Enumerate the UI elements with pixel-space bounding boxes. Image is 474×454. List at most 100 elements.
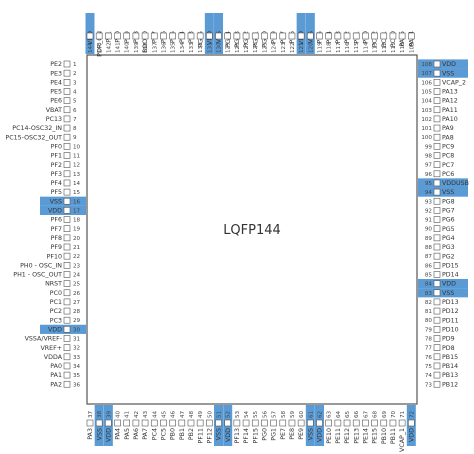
pin-pad: [63, 261, 71, 269]
pin-142: PE1142: [105, 31, 112, 53]
pin-pad: [288, 419, 296, 427]
pin-number: 120: [308, 42, 314, 53]
pin-number: 68: [373, 410, 379, 418]
pin-pad: [316, 32, 323, 40]
pin-pad: [279, 419, 287, 427]
pin-number: 30: [73, 327, 81, 333]
pin-number: 46: [171, 410, 177, 418]
pin-label: PA11: [442, 107, 458, 114]
pin-number: 97: [425, 163, 433, 169]
pin-number: 26: [73, 291, 81, 297]
pin-number: 101: [421, 126, 432, 132]
pin-label: PF6: [51, 217, 62, 224]
pin-number: 142: [106, 42, 112, 53]
pin-pad: [178, 32, 186, 40]
pin-highlight: [418, 279, 468, 289]
pin-number: 43: [143, 410, 149, 418]
pin-label: PG5: [442, 226, 455, 233]
pin-pad: [433, 225, 441, 232]
pin-label: PE10: [326, 428, 333, 444]
pin-number: 62: [318, 411, 324, 418]
pin-pad: [206, 419, 213, 427]
pin-label: PC1: [50, 299, 62, 306]
pin-label: PB0: [170, 428, 177, 440]
pin-number: 58: [281, 410, 287, 418]
pin-pad: [95, 419, 103, 427]
pin-number: 45: [161, 410, 167, 418]
pin-pad: [63, 225, 71, 232]
pin-pad: [389, 419, 397, 427]
pin-label: PE6: [50, 98, 62, 105]
pin-number: 12: [73, 163, 80, 169]
pin-highlight: [418, 187, 468, 197]
pin-highlight: [40, 196, 86, 206]
pin-pad: [63, 243, 71, 251]
pin-number: 105: [421, 89, 432, 95]
pin-pad: [433, 197, 441, 205]
pin-pad: [196, 419, 204, 427]
pin-pad: [407, 32, 415, 40]
pin-label: PF3: [51, 171, 62, 178]
pin-pad: [63, 106, 71, 114]
pin-pad: [169, 419, 176, 427]
pin-number: 106: [421, 80, 432, 86]
pin-number: 52: [226, 411, 232, 418]
pin-number: 65: [345, 410, 351, 418]
pin-label: PB12: [442, 381, 458, 388]
pin-highlight: [418, 68, 468, 78]
pin-number: 85: [425, 272, 433, 278]
pin-number: 104: [421, 99, 432, 105]
pin-pad: [362, 32, 369, 40]
pin-pad: [297, 419, 305, 427]
pin-label: PC4: [151, 428, 158, 440]
pin-number: 19: [73, 227, 81, 233]
pin-number: 125: [262, 42, 268, 53]
pin-number: 72: [409, 411, 415, 418]
pin-32: VREF+32: [40, 344, 80, 352]
pin-number: 67: [363, 410, 369, 418]
pin-label: VDD: [317, 428, 324, 442]
pin-number: 41: [125, 410, 131, 418]
pin-109: PA14109: [407, 31, 415, 53]
pin-pad: [63, 344, 71, 351]
pin-number: 121: [299, 42, 305, 53]
pin-124: PG9124: [270, 31, 278, 53]
pin-label: VDDUSB: [442, 180, 469, 187]
pin-110: PA15110: [398, 31, 406, 53]
pin-label: PG4: [442, 235, 455, 242]
pin-pad: [206, 32, 213, 40]
pin-number: 89: [425, 236, 433, 242]
pin-number: 73: [425, 382, 433, 388]
pin-pad: [63, 307, 71, 315]
pin-number: 79: [425, 327, 433, 333]
pin-number: 5: [73, 99, 77, 105]
pin-label: PB13: [442, 372, 458, 379]
pin-number: 77: [425, 346, 433, 352]
pin-number: 56: [262, 410, 268, 418]
